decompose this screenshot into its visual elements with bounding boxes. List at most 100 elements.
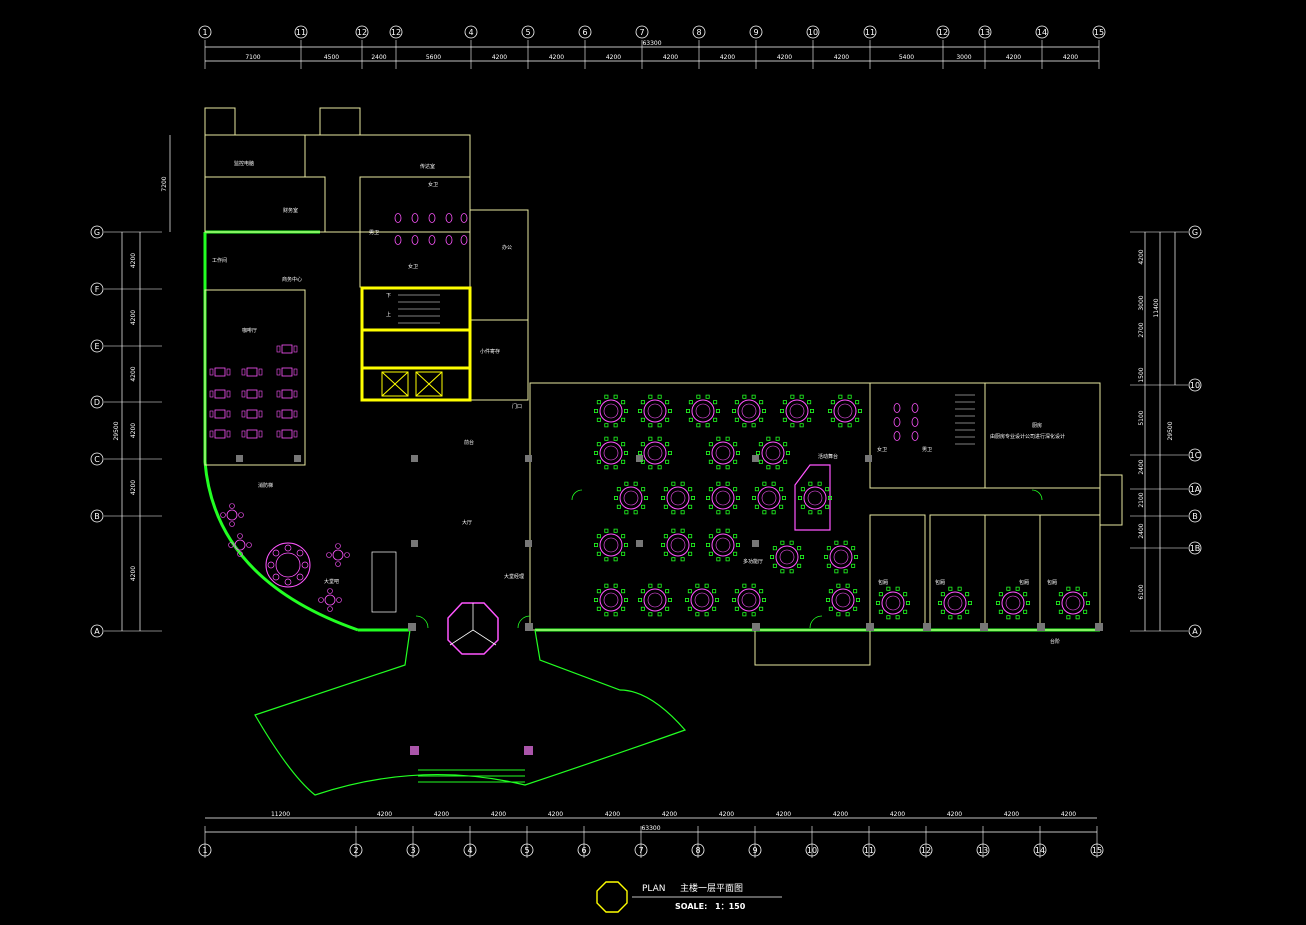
banquet-table	[732, 394, 767, 428]
room-label: 女卫	[877, 446, 887, 453]
axis-bubble	[198, 843, 212, 857]
chair	[706, 543, 711, 548]
chair	[648, 583, 653, 588]
axis-label: B	[1192, 512, 1198, 521]
dimension-value: 4200	[130, 480, 137, 495]
seat	[301, 561, 309, 569]
room-label: 前台	[464, 439, 474, 446]
chair	[845, 583, 850, 588]
chair	[209, 410, 214, 418]
chair	[680, 557, 685, 562]
chair	[640, 589, 645, 594]
chair	[733, 487, 738, 492]
table-top	[711, 441, 735, 465]
axis-label: 5	[525, 28, 530, 37]
chair	[759, 400, 764, 405]
dimension-value: 3000	[1138, 295, 1145, 310]
seat	[296, 549, 304, 557]
axis-bubble	[634, 843, 648, 857]
chair	[663, 551, 668, 556]
chair	[613, 557, 618, 562]
room-labels: 监控电脑 传达室 财务室 女卫 男卫 女卫 工作间 商务中心 办公 小件寄存 咖…	[212, 160, 1065, 645]
table-top	[711, 533, 735, 557]
chair	[604, 583, 609, 588]
chair	[1066, 615, 1071, 620]
chair	[624, 510, 629, 515]
scale-label: SOALE:	[675, 902, 707, 911]
table-inner	[603, 592, 619, 608]
chair	[596, 589, 601, 594]
chair	[716, 408, 721, 413]
chair	[696, 394, 701, 399]
chair	[940, 609, 945, 614]
chair	[1015, 586, 1020, 591]
chair	[604, 528, 609, 533]
chair	[621, 551, 626, 556]
seat	[272, 573, 280, 581]
chair	[640, 417, 645, 422]
chair	[856, 598, 861, 603]
dimension-value: 4200	[377, 811, 392, 818]
chair	[725, 528, 730, 533]
table-top	[234, 539, 246, 551]
chair	[725, 557, 730, 562]
dimension-value: 4200	[890, 811, 905, 818]
chair	[594, 598, 599, 603]
dimension-value: 4200	[606, 54, 621, 61]
seat	[335, 561, 341, 567]
axis-label: E	[94, 342, 99, 351]
axis-bubble	[1188, 378, 1202, 392]
room-label: 商务中心	[282, 276, 302, 283]
chair	[648, 423, 653, 428]
chair	[241, 390, 246, 398]
banquet-table	[594, 583, 629, 617]
chair	[640, 442, 645, 447]
dimension-value: 4500	[324, 54, 339, 61]
lounge-table	[220, 503, 244, 527]
chair	[1015, 615, 1020, 620]
room-label: 大堂经理	[504, 573, 524, 580]
table-inner	[623, 490, 639, 506]
axis-label: 14	[1035, 846, 1045, 855]
dimension-value: 5600	[426, 54, 441, 61]
axis-label: 7	[639, 28, 644, 37]
chair	[604, 394, 609, 399]
chair	[838, 423, 843, 428]
chair	[715, 598, 720, 603]
cafe-table	[276, 389, 298, 399]
table-top	[246, 389, 258, 399]
chair	[621, 400, 626, 405]
toilet-fixture	[428, 235, 436, 245]
chair	[736, 450, 741, 455]
chair	[725, 510, 730, 515]
cafe-table	[276, 367, 298, 377]
axis-bubble	[635, 25, 649, 39]
chair	[604, 557, 609, 562]
table-inner	[715, 537, 731, 553]
chair	[938, 601, 943, 606]
chair	[712, 606, 717, 611]
dimension-value: 4200	[663, 54, 678, 61]
axis-bubble	[748, 843, 762, 857]
chair	[716, 510, 721, 515]
room-label: 多功能厅	[743, 558, 763, 565]
table-top	[643, 588, 667, 612]
axis-label: 12	[921, 846, 931, 855]
chair	[878, 609, 883, 614]
chair	[799, 394, 804, 399]
room-label: 包厢	[1047, 579, 1057, 586]
door-swing	[1031, 489, 1043, 501]
chair	[855, 400, 860, 405]
chair	[843, 540, 848, 545]
axis-label: 11	[864, 846, 874, 855]
chair	[762, 481, 767, 486]
table-top	[599, 533, 623, 557]
axis-bubble	[976, 843, 990, 857]
table-top	[246, 367, 258, 377]
cafe-table	[209, 367, 231, 377]
table-top	[1061, 591, 1085, 615]
axis-bubble	[1188, 225, 1202, 239]
table-top	[214, 389, 226, 399]
table-inner	[761, 490, 777, 506]
chair	[775, 465, 780, 470]
